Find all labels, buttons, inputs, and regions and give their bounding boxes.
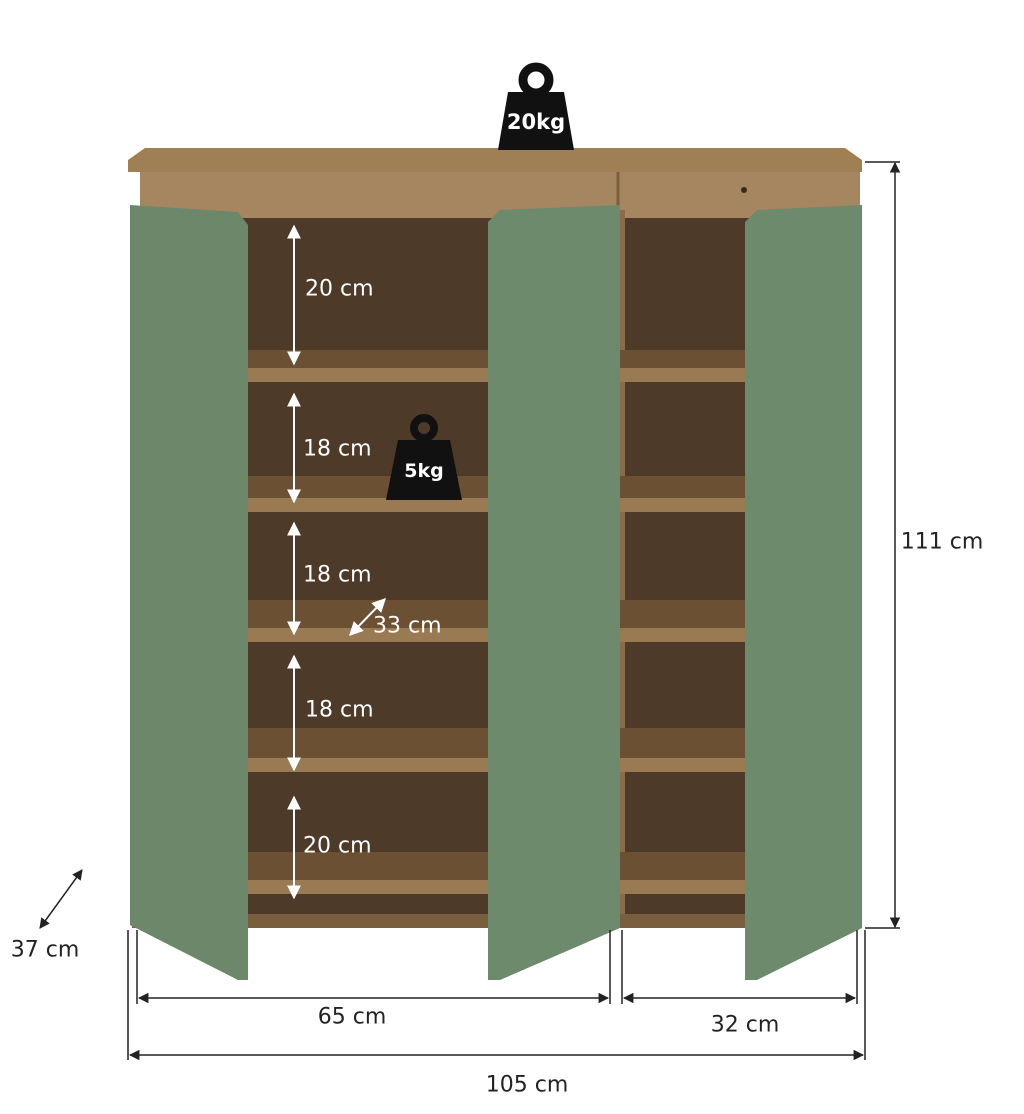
middle-door <box>488 205 620 980</box>
shelf <box>240 600 492 628</box>
shelves <box>240 350 753 894</box>
shelf <box>618 476 753 498</box>
shelf-front-edge <box>618 368 753 382</box>
shelf-front-edge <box>240 368 492 382</box>
weight-20kg-icon <box>498 62 574 150</box>
left-width-label: 65 cm <box>317 1004 387 1030</box>
shelf-front-edge <box>240 880 492 894</box>
dimension-lines <box>39 161 901 1061</box>
right-width-label: 32 cm <box>710 1012 780 1038</box>
shelf <box>240 350 492 368</box>
shelf-height-arrows <box>287 224 386 900</box>
depth-label: 37 cm <box>10 937 80 963</box>
shelf-depth-label: 33 cm <box>373 613 442 639</box>
cabinet-top <box>128 148 862 172</box>
shelf-front-edge <box>618 498 753 512</box>
shelf-height-label: 20 cm <box>305 276 374 302</box>
shelf-height-label: 18 cm <box>303 436 372 462</box>
right-compartment <box>618 218 753 918</box>
weight-20kg-label: 20kg <box>506 110 566 134</box>
shelf-front-edge <box>240 758 492 772</box>
knob <box>741 187 747 193</box>
shelf-front-edge <box>240 628 492 642</box>
shelf-front-edge <box>240 498 492 512</box>
height-label: 111 cm <box>900 529 984 555</box>
shelf <box>240 852 492 880</box>
shelf <box>618 350 753 368</box>
shelf-front-edge <box>618 628 753 642</box>
shelf <box>618 728 753 758</box>
shelf <box>240 728 492 758</box>
left-door <box>130 205 248 980</box>
shelf-front-edge <box>618 880 753 894</box>
shelf-height-label: 20 cm <box>303 833 372 859</box>
shelf <box>618 852 753 880</box>
right-door <box>745 205 862 980</box>
shelf-front-edge <box>618 758 753 772</box>
weight-5kg-icon <box>386 414 462 500</box>
shelf <box>618 600 753 628</box>
shelf-height-label: 18 cm <box>305 697 374 723</box>
left-compartment <box>240 218 492 918</box>
total-width-label: 105 cm <box>485 1072 569 1098</box>
shelf-height-label: 18 cm <box>303 562 372 588</box>
weight-5kg-label: 5kg <box>404 460 444 482</box>
